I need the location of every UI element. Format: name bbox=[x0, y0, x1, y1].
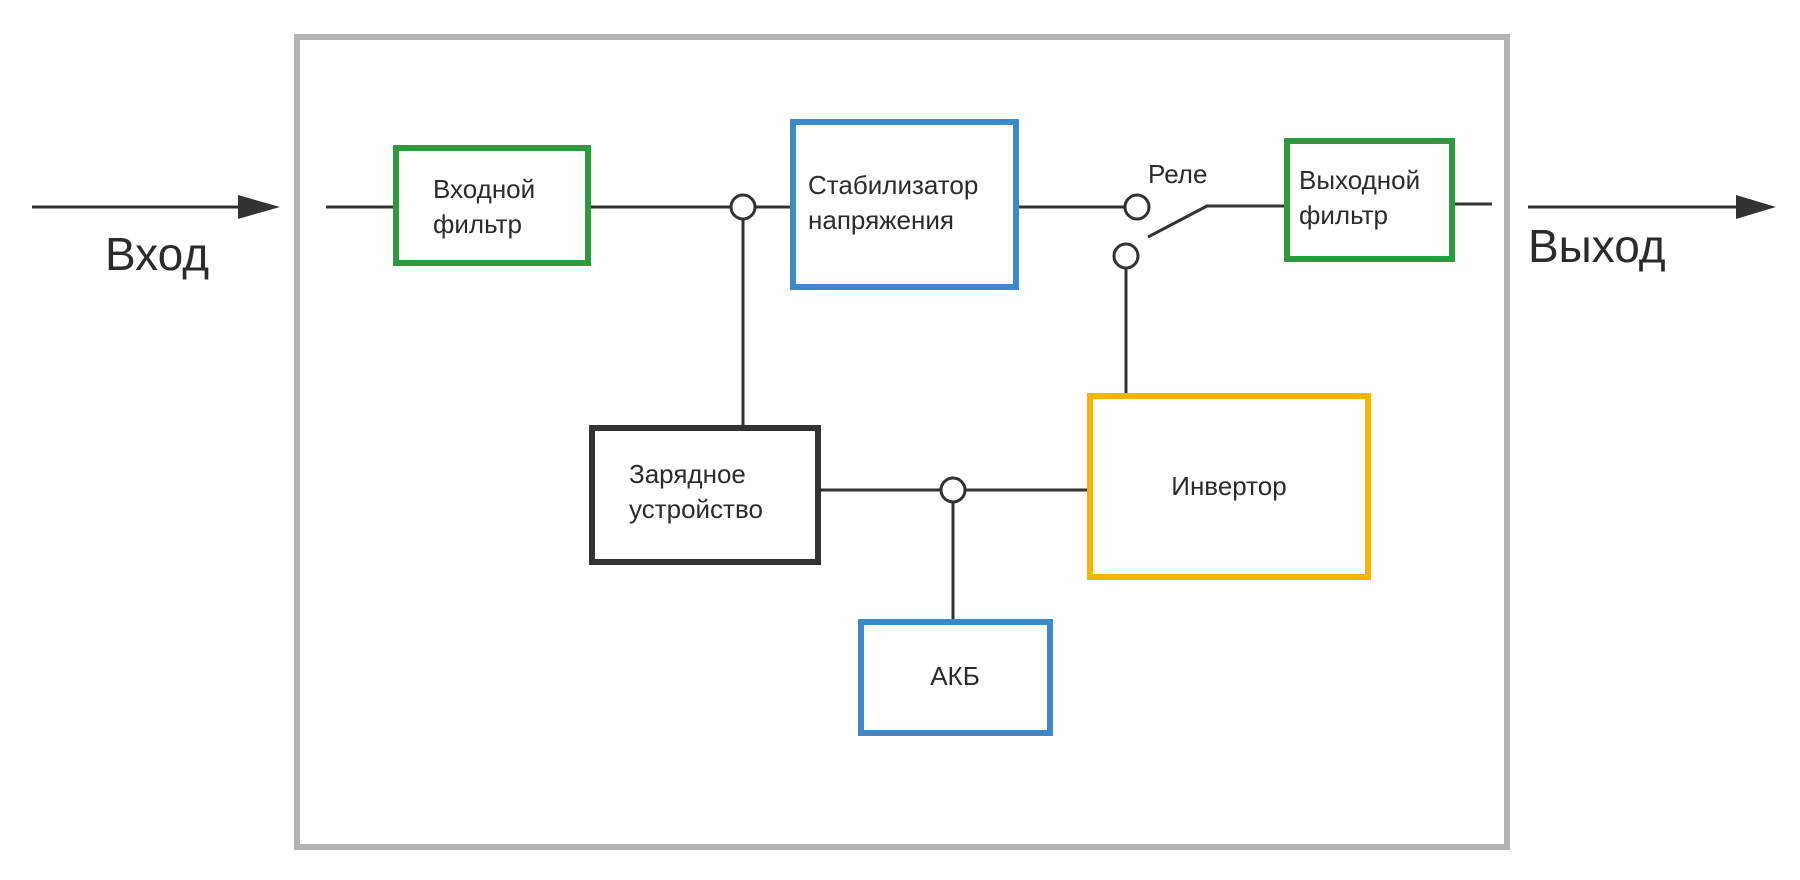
inverter-label: Инвертор bbox=[1171, 471, 1286, 501]
input-filter-block: Входной фильтр bbox=[393, 145, 591, 266]
stabilizer-label-line1: Стабилизатор bbox=[808, 170, 978, 200]
output-filter-box bbox=[1284, 138, 1455, 262]
input-arrow-head bbox=[238, 195, 280, 219]
charger-label-line2: устройство bbox=[629, 494, 763, 524]
stabilizer-box bbox=[790, 119, 1019, 290]
input-filter-box bbox=[393, 145, 591, 266]
junction-node-top bbox=[729, 193, 757, 221]
relay-terminal-main bbox=[1123, 193, 1151, 221]
output-arrow-head bbox=[1736, 195, 1776, 219]
charger-label-line1: Зарядное bbox=[629, 459, 746, 489]
input-filter-label-line1: Входной bbox=[433, 174, 535, 204]
wires bbox=[326, 202, 1492, 622]
output-filter-block: Выходной фильтр bbox=[1284, 138, 1455, 262]
charger-block: Зарядное устройство bbox=[589, 425, 821, 565]
inverter-block: Инвертор bbox=[1087, 393, 1371, 580]
battery-block: АКБ bbox=[858, 619, 1053, 736]
battery-box bbox=[858, 619, 1053, 736]
junction-node-bottom bbox=[939, 476, 967, 504]
battery-label: АКБ bbox=[930, 661, 980, 691]
stabilizer-block: Стабилизатор напряжения bbox=[790, 119, 1019, 290]
input-label: Вход bbox=[105, 228, 209, 280]
relay-terminal-backup bbox=[1112, 242, 1140, 270]
output-filter-label-line2: фильтр bbox=[1299, 200, 1388, 230]
ups-enclosure bbox=[294, 34, 1510, 850]
inverter-box bbox=[1087, 393, 1371, 580]
output-filter-label-line1: Выходной bbox=[1299, 165, 1420, 195]
relay-label: Реле bbox=[1148, 159, 1207, 189]
wire-relay-contact bbox=[1147, 204, 1208, 239]
input-filter-label-line2: фильтр bbox=[433, 209, 522, 239]
stabilizer-label-line2: напряжения bbox=[808, 205, 954, 235]
output-label: Выход bbox=[1528, 220, 1666, 272]
charger-box bbox=[589, 425, 821, 565]
